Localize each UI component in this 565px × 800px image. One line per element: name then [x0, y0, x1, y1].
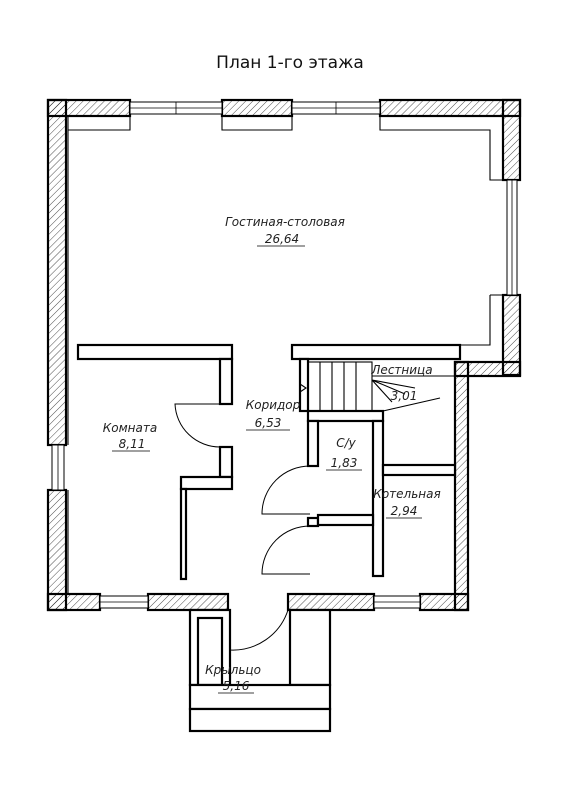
room-area-corridor: 6,53	[255, 416, 282, 430]
room-name-porch: Крыльцо	[205, 663, 261, 677]
stairs	[299, 361, 455, 412]
porch-steps	[188, 683, 332, 733]
room-area-bathroom: 1,83	[331, 456, 358, 470]
inner-walls	[67, 115, 503, 687]
room-area-living: 26,64	[265, 232, 299, 246]
room-name-corridor: Коридор	[246, 398, 301, 412]
room-name-boiler: Котельная	[373, 487, 440, 501]
doors	[174, 403, 311, 651]
room-name-stairs: Лестница	[370, 363, 432, 377]
windows	[51, 101, 518, 609]
plan-title: План 1-го этажа	[216, 53, 364, 73]
room-name-living: Гостиная-столовая	[225, 215, 345, 229]
room-area-stairs: 3,01	[391, 389, 418, 403]
outer-walls	[46, 98, 522, 612]
room-area-boiler: 2,94	[391, 504, 418, 518]
room-area-room: 8,11	[119, 437, 146, 451]
room-name-room: Комната	[103, 421, 157, 435]
room-area-porch: 5,16	[223, 679, 250, 693]
room-name-bathroom: С/у	[336, 436, 356, 450]
room-labels: Гостиная-столовая 26,64 Комната 8,11 Кор…	[103, 215, 441, 694]
